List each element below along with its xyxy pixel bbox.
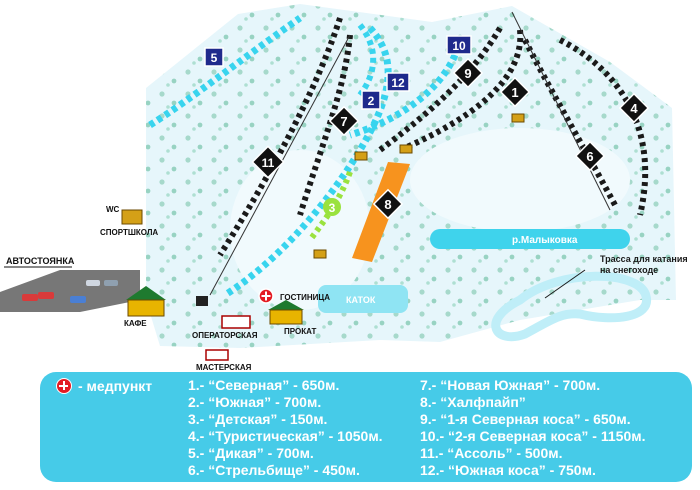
river-label: р.Малыковка (512, 235, 578, 246)
slope-1 (398, 29, 524, 153)
slope-12-marker: 12 (386, 72, 410, 92)
legend-column-1: 1.- “Северная” - 650м. 2.- “Южная” - 700… (188, 377, 383, 479)
ice-rink-label: КАТОК (346, 295, 376, 305)
legend-medpunkt-text: - медпункт (78, 378, 153, 394)
legend-item-3: 3.- “Детская” - 150м. (188, 411, 328, 427)
slope-3-marker (323, 198, 341, 216)
svg-text:12: 12 (391, 76, 405, 90)
slope-6 (522, 38, 618, 207)
wc-label: WC (106, 205, 120, 214)
hut (511, 113, 525, 123)
car (86, 280, 100, 286)
legend-item-2: 2.- “Южная” - 700м. (188, 394, 322, 410)
hut (399, 144, 413, 154)
hut (354, 151, 368, 161)
workshop-label: МАСТЕРСКАЯ (196, 363, 252, 372)
medpunkt-icon (56, 378, 72, 394)
lift-line (511, 11, 611, 211)
workshop-building (205, 349, 229, 361)
cafe-label: КАФЕ (124, 319, 147, 328)
slope-5-marker: 5 (204, 47, 224, 67)
legend-item-4: 4.- “Туристическая” - 1050м. (188, 428, 383, 444)
legend-item-8: 8.- “Халфпайп” (420, 394, 526, 410)
snowmobile-label-line1: Трасса для катания (600, 254, 688, 264)
legend-medpunkt: - медпункт (56, 378, 152, 394)
slope-1-marker: 1 (499, 76, 531, 108)
hut (313, 249, 327, 259)
car (70, 296, 86, 303)
legend-item-9: 9.- “1-я Северная коса” - 650м. (420, 411, 631, 427)
slope-3-number: 3 (329, 201, 336, 215)
river (430, 229, 630, 249)
legend-item-1: 1.- “Северная” - 650м. (188, 377, 340, 393)
svg-text:10: 10 (452, 39, 466, 53)
legend-item-12: 12.- “Южная коса” - 750м. (420, 462, 596, 478)
slope-2 (357, 23, 377, 97)
parking-label: АВТОСТОЯНКА (6, 256, 75, 266)
slope-6-marker: 6 (574, 140, 606, 172)
sportschool-building (121, 209, 143, 225)
ice-rink (318, 285, 408, 313)
slope-10 (348, 53, 459, 139)
snowmobile-label-line2: на снегоходе (600, 265, 658, 275)
cafe-roof (126, 286, 166, 300)
legend-panel: - медпункт 1.- “Северная” - 650м. 2.- “Ю… (40, 372, 692, 482)
legend-item-6: 6.- “Стрельбище” - 450м. (188, 462, 360, 478)
legend-item-10: 10.- “2-я Северная коса” - 1150м. (420, 428, 646, 444)
slope-9 (378, 26, 503, 153)
rental-building (269, 309, 303, 325)
slope-8-marker: 8 (372, 188, 404, 220)
snow-clearing (230, 150, 370, 310)
snowmobile-track (491, 271, 651, 342)
svg-text:7: 7 (340, 114, 347, 129)
hotel-label: ГОСТИНИЦА (280, 293, 330, 302)
rental-roof (268, 300, 304, 310)
legend-item-11: 11.- “Ассоль” - 500м. (420, 445, 563, 461)
svg-text:11: 11 (262, 156, 275, 170)
svg-text:2: 2 (368, 94, 375, 108)
svg-text:5: 5 (211, 51, 218, 65)
svg-text:8: 8 (384, 197, 391, 212)
snow-clearing (410, 128, 630, 232)
sportschool-label: СПОРТШКОЛА (100, 228, 158, 237)
snowmobile-pointer (544, 269, 586, 299)
cafe-building (127, 299, 165, 317)
slope-10-marker: 10 (446, 35, 472, 55)
slope-2-marker: 2 (361, 90, 381, 110)
parking-lot (0, 270, 140, 312)
operator-label: ОПЕРАТОРСКАЯ (192, 331, 258, 340)
car (104, 280, 118, 286)
svg-text:9: 9 (464, 66, 471, 81)
car (38, 292, 54, 299)
svg-text:6: 6 (586, 149, 593, 164)
legend-item-5: 5.- “Дикая” - 700м. (188, 445, 314, 461)
legend-column-2: 7.- “Новая Южная” - 700м. 8.- “Халфпайп”… (420, 377, 645, 479)
svg-text:1: 1 (511, 85, 518, 100)
operator-building (221, 315, 251, 329)
slope-9-marker: 9 (452, 57, 484, 89)
slope-5 (148, 15, 303, 128)
lift-station (196, 296, 208, 306)
legend-item-7: 7.- “Новая Южная” - 700м. (420, 377, 601, 393)
slope-11 (217, 17, 343, 257)
slope-11-marker: 11 (251, 145, 285, 179)
slope-7-marker: 7 (328, 105, 360, 137)
slope-4-marker: 4 (618, 92, 650, 124)
rental-label: ПРОКАТ (284, 327, 316, 336)
car (22, 294, 38, 301)
svg-text:4: 4 (630, 101, 638, 116)
